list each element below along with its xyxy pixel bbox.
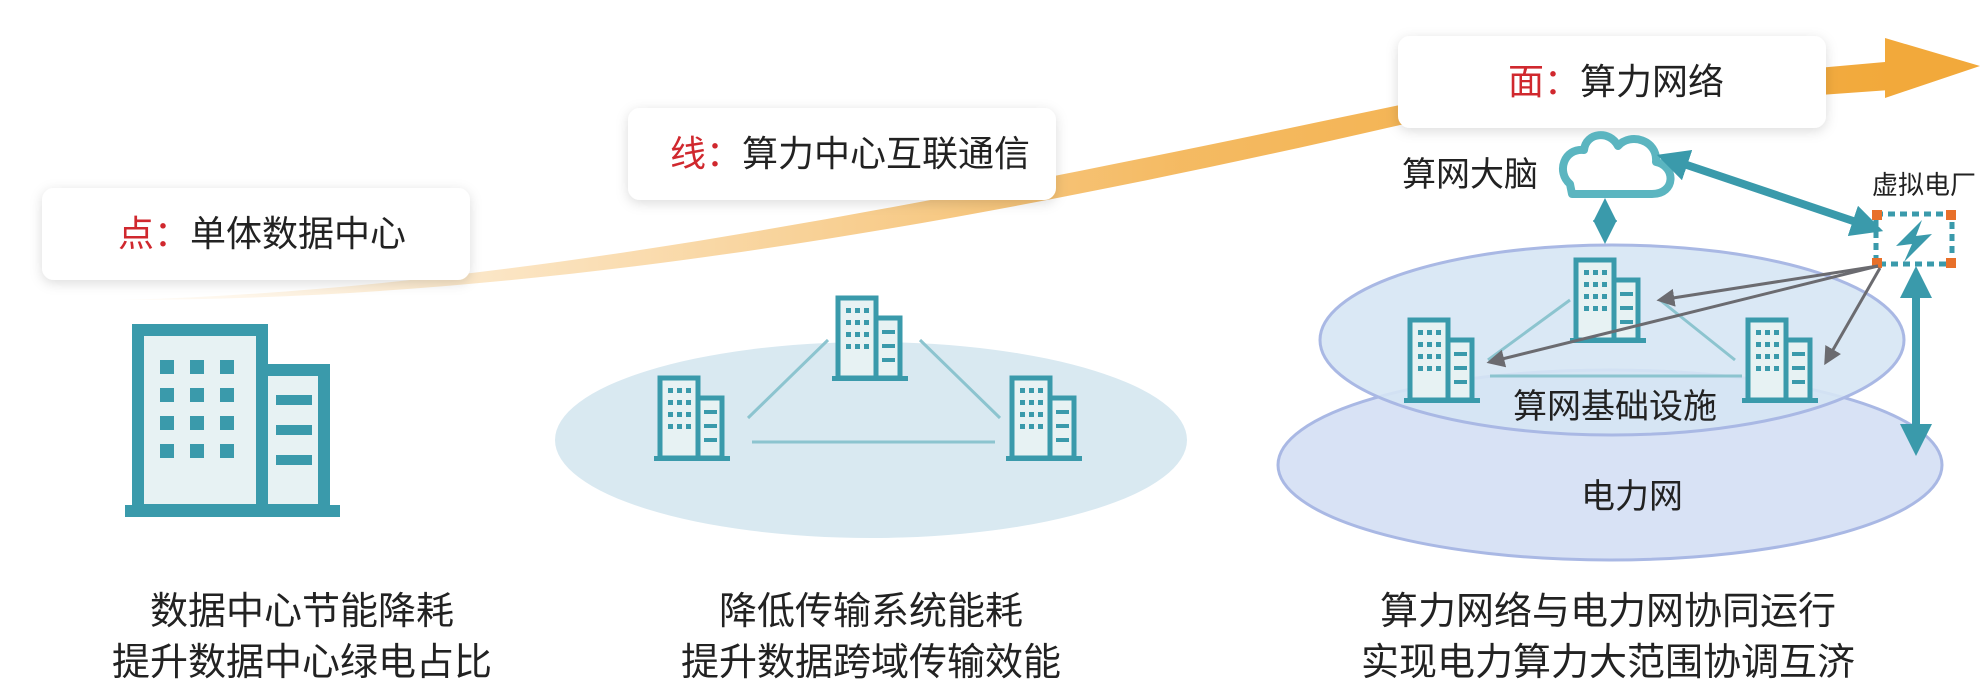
vpp-dispatch-arrows	[1486, 264, 1882, 368]
building-icon-right	[1006, 375, 1082, 461]
stage-surface-prefix: 面：	[1508, 62, 1580, 103]
stage-point-caption-line2: 提升数据中心绿电占比	[112, 640, 492, 684]
cloud-icon	[1559, 131, 1675, 198]
brain-vpp-arrow	[1656, 149, 1884, 237]
stage-line-label-box: 线：算力中心互联通信	[628, 108, 1056, 200]
stage-line-prefix: 线：	[670, 134, 742, 175]
virtual-power-plant-icon	[1872, 210, 1956, 268]
stage-line-caption-line1: 降低传输系统能耗	[719, 589, 1023, 633]
svg-text:线：算力中心互联通信: 线：算力中心互联通信	[670, 134, 1030, 175]
building-icon-left	[654, 375, 730, 461]
stage-surface-title: 算力网络	[1580, 62, 1724, 103]
interconnect-links	[746, 338, 1002, 444]
infra-building-left	[1404, 317, 1480, 403]
compute-infra-label: 算网基础设施	[1513, 387, 1717, 427]
stage-point-caption-line1: 数据中心节能降耗	[150, 589, 454, 633]
stage-point-prefix: 点：	[118, 214, 190, 255]
infra-building-top	[1570, 257, 1646, 343]
stage-point-label-box: 点：单体数据中心	[42, 188, 470, 280]
stage-surface-caption-line2: 实现电力算力大范围协调互济	[1361, 640, 1855, 684]
stage-surface-label-box: 面：算力网络	[1398, 36, 1826, 128]
stage-point-title: 单体数据中心	[190, 214, 406, 255]
svg-text:点：单体数据中心: 点：单体数据中心	[118, 214, 406, 255]
virtual-power-plant-label: 虚拟电厂	[1872, 171, 1976, 201]
large-building-icon	[125, 324, 340, 517]
svg-text:面：算力网络: 面：算力网络	[1508, 62, 1724, 103]
building-icon-top	[832, 295, 908, 381]
stage-line-caption-line2: 提升数据跨域传输效能	[681, 640, 1061, 684]
infra-building-right	[1742, 317, 1818, 403]
power-grid-label: 电力网	[1581, 477, 1683, 517]
stage-line-title: 算力中心互联通信	[742, 134, 1030, 175]
compute-brain-label: 算网大脑	[1402, 155, 1538, 195]
stage-surface-caption-line1: 算力网络与电力网协同运行	[1380, 589, 1836, 633]
